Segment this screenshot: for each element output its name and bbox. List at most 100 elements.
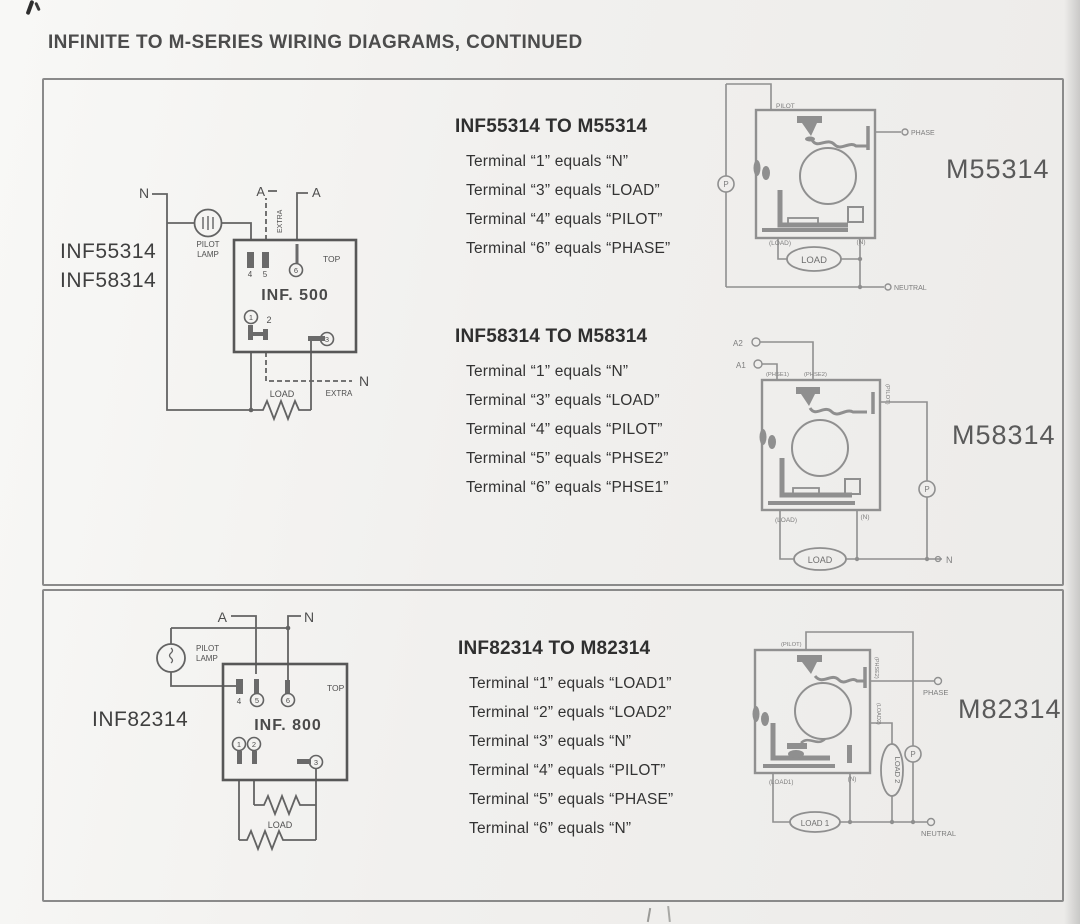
mapping82-heading: INF82314 TO M82314 — [458, 638, 651, 659]
phse2-terminal-label: (PHSE2) — [873, 657, 879, 679]
terminal-4-post — [236, 679, 243, 694]
a-right-label: A — [312, 185, 321, 200]
phse1-terminal-label: (PHSE1) — [766, 372, 789, 378]
inf800-wiring-diagram: A N PILOT LAMP TOP INF. 800 4 5 6 1 2 3 … — [156, 609, 349, 852]
terminal-3-number: 3 — [325, 335, 329, 344]
terminal-3-bar — [308, 336, 325, 341]
speaker-icon — [797, 116, 822, 123]
scan-artifact — [667, 905, 671, 923]
pilot-label: PILOT — [196, 240, 219, 249]
p-label: P — [910, 750, 915, 759]
inf800-control-box — [221, 662, 349, 782]
terminal-5-post — [262, 252, 269, 268]
load-resistor-1 — [254, 793, 316, 817]
junction-dot — [889, 819, 895, 825]
n-terminal-icon — [934, 555, 942, 563]
top-label: TOP — [327, 683, 345, 693]
terminal-2-number: 2 — [266, 315, 271, 325]
scan-artifact — [34, 1, 41, 12]
m82314-wiring-diagram: (PILOT) (PHSE2) (LOAD2) P PHASE LOAD 2 (… — [752, 631, 956, 838]
scan-artifact — [25, 0, 35, 16]
terminal-mapping-line: Terminal “3” equals “N” — [469, 733, 632, 750]
terminal-1-number: 1 — [237, 740, 241, 749]
bimetal-wire — [808, 407, 867, 416]
pilot-terminal-icon — [717, 175, 735, 193]
junction-dot — [285, 625, 291, 631]
load-resistor-2 — [239, 828, 316, 852]
scan-artifact — [646, 907, 652, 923]
terminal-6-number: 6 — [294, 266, 298, 275]
n-terminal-label: (N) — [856, 239, 865, 246]
extra-bottom-label: EXTRA — [326, 389, 353, 398]
phase-terminal-icon — [933, 676, 943, 686]
left-contact — [761, 712, 769, 726]
pilot-lamp-filament — [168, 647, 174, 664]
switch-block — [844, 478, 861, 495]
terminal-mapping-line: Terminal “6” equals “PHASE” — [466, 240, 671, 257]
m82314-wires — [772, 631, 934, 823]
inf800-model-label: INF82314 — [92, 708, 189, 731]
bottom-section-frame — [42, 589, 1064, 902]
terminal-2-post — [252, 751, 257, 764]
terminal-6-number: 6 — [286, 696, 290, 705]
terminal-4-post — [247, 252, 254, 268]
mapping58-heading: INF58314 TO M58314 — [455, 326, 648, 347]
pilot-lamp-icon — [156, 643, 186, 673]
neutral-terminal-icon — [926, 817, 936, 827]
a-label: A — [218, 609, 228, 625]
inf500-control-box — [232, 238, 358, 354]
page-edge-shadow — [1064, 0, 1080, 924]
neutral-label: NEUTRAL — [921, 829, 956, 838]
n-label: N — [304, 609, 314, 625]
terminal-mapping-line: Terminal “4” equals “PILOT” — [466, 211, 663, 228]
terminal-6-post — [285, 680, 290, 694]
inf500-model-label-1: INF55314 — [60, 240, 157, 263]
speaker-icon — [797, 655, 822, 662]
terminal-mapping-line: Terminal “5” equals “PHSE2” — [466, 450, 669, 467]
load-oval-label: LOAD — [808, 555, 833, 565]
top-section-frame — [42, 78, 1064, 586]
junction-dot — [857, 256, 863, 262]
phse2-terminal-label: (PHSE2) — [804, 372, 827, 378]
terminal-mapping-line: Terminal “1” equals “N” — [466, 153, 629, 170]
thick-conductor — [779, 458, 852, 498]
terminal-2-circle — [246, 736, 262, 752]
a2-label: A2 — [733, 339, 743, 348]
speaker-cone — [801, 394, 815, 406]
thick-conductor — [777, 190, 848, 228]
lamp-label: LAMP — [197, 250, 219, 259]
bimetal-wire — [810, 139, 868, 149]
dial-icon — [791, 419, 849, 477]
page-title: INFINITE TO M-SERIES WIRING DIAGRAMS, CO… — [48, 32, 583, 53]
pilot-lamp-icon — [193, 208, 223, 238]
terminal-3-number: 3 — [314, 758, 318, 767]
load-terminal-label: (LOAD) — [775, 517, 797, 524]
neutral-terminal-icon — [884, 283, 892, 291]
mapping-inf82314: INF82314 TO M82314 Terminal “1” equals “… — [458, 638, 673, 843]
mapping-inf58314: INF58314 TO M58314 Terminal “1” equals “… — [455, 326, 669, 502]
terminal-1-post — [237, 751, 242, 764]
bimetal-wire — [813, 674, 865, 684]
n-left-label: N — [139, 185, 149, 201]
terminal-5-number: 5 — [263, 270, 268, 279]
speaker-cone — [802, 662, 817, 674]
mapping-inf55314: INF55314 TO M55314 Terminal “1” equals “… — [455, 116, 670, 263]
terminal-mapping-line: Terminal “4” equals “PILOT” — [466, 421, 663, 438]
lamp-label: LAMP — [196, 654, 218, 663]
load2-terminal-label: (LOAD2) — [875, 703, 881, 725]
terminal-mapping-line: Terminal “4” equals “PILOT” — [469, 762, 666, 779]
m55314-wiring-diagram: P PILOT PHASE (LOAD) (N) LOAD NEUTRAL — [717, 83, 935, 292]
junction-dot — [857, 284, 863, 290]
left-contact — [762, 166, 770, 180]
terminal-mapping-line: Terminal “6” equals “PHSE1” — [466, 479, 669, 496]
left-contact — [768, 435, 776, 449]
inf500-wiring-diagram: N A A EXTRA PILOT LAMP TOP INF. 500 4 5 … — [139, 184, 369, 422]
left-contact — [752, 706, 760, 722]
mapping55-heading: INF55314 TO M55314 — [455, 116, 648, 137]
terminal-mapping-line: Terminal “5” equals “PHASE” — [469, 791, 674, 808]
dial-icon — [794, 682, 852, 740]
inf500-model-label-2: INF58314 — [60, 269, 157, 292]
terminal-1-circle — [231, 736, 247, 752]
a-left-label: A — [256, 184, 265, 199]
terminal-mapping-line: Terminal “6” equals “N” — [469, 820, 632, 837]
